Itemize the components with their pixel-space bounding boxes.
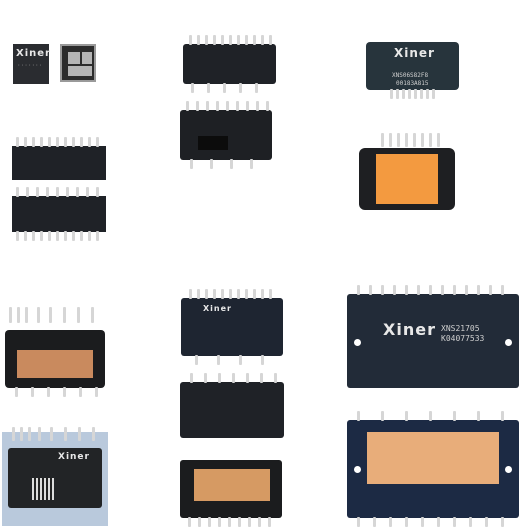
- brand-label: Xiner: [203, 304, 232, 313]
- pins-bottom: [180, 517, 282, 527]
- mounting-hole: [354, 339, 361, 346]
- thermal-pad-orange: [376, 154, 438, 204]
- pins-bottom: [183, 83, 276, 93]
- ipm-module-xiner-qr: Xiner: [8, 427, 102, 508]
- pins-top: [181, 289, 283, 299]
- ipm-module-navy: Xiner XNS06S82F8 00183A815: [366, 42, 459, 99]
- sip-module-long: [12, 137, 106, 180]
- thermal-pad-copper: [17, 350, 93, 378]
- exposed-pad: [82, 52, 92, 64]
- pins-top: [359, 133, 455, 149]
- pins-bottom: [366, 89, 459, 99]
- brand-label: Xiner: [394, 46, 435, 60]
- ipm-module-copper-small: [180, 460, 282, 527]
- exposed-pad: [68, 66, 92, 76]
- pins-bottom: [180, 159, 272, 169]
- part-line2: 00183A815: [396, 80, 429, 87]
- exposed-pad: [68, 52, 80, 64]
- pins-top: [183, 35, 276, 45]
- ipm-module-copper-pad: [5, 307, 105, 397]
- pins-top: [8, 427, 102, 449]
- brand-label: Xiner: [58, 452, 90, 462]
- ipm-module-dark-back: [180, 373, 284, 438]
- pins-bottom: [181, 355, 283, 365]
- brand-label: Xiner: [383, 320, 436, 339]
- thermal-pad-copper: [367, 432, 499, 484]
- pins-top: [347, 411, 519, 421]
- pins-top: [12, 187, 106, 197]
- ipm-module-xiner-dark: Xiner: [181, 289, 283, 365]
- qfn-chip-exposed-pad: [60, 44, 96, 82]
- part-line2: K04077533: [441, 334, 485, 343]
- mounting-hole: [505, 339, 512, 346]
- ipm-module-large-xiner: Xiner XNS21705 K04077533: [347, 285, 519, 388]
- part-line1: XNS21705: [441, 324, 480, 333]
- part-marking: ·······: [17, 62, 43, 69]
- pins-top: [180, 101, 272, 111]
- pins-top: [347, 285, 519, 295]
- qfn-chip-xiner: Xiner ·······: [13, 44, 51, 84]
- dip-module-backside: [180, 101, 272, 169]
- pins-top: [180, 373, 284, 383]
- mounting-hole: [354, 466, 361, 473]
- brand-label: Xiner: [16, 48, 51, 59]
- dip-module-black: [183, 35, 276, 93]
- qr-code: [32, 478, 54, 500]
- part-line1: XNS06S82F8: [392, 72, 429, 79]
- ipm-module-orange-pad: [359, 133, 455, 210]
- pins-top: [12, 137, 106, 147]
- pins-bottom: [12, 231, 106, 241]
- ipm-module-large-copper: [347, 411, 519, 527]
- mounting-hole: [505, 466, 512, 473]
- thermal-pad-copper: [194, 469, 270, 501]
- pins-top: [5, 307, 105, 331]
- pins-bottom: [347, 517, 519, 527]
- pins-bottom: [5, 387, 105, 397]
- backside-pad: [198, 136, 228, 150]
- dip-module-long: [12, 187, 106, 241]
